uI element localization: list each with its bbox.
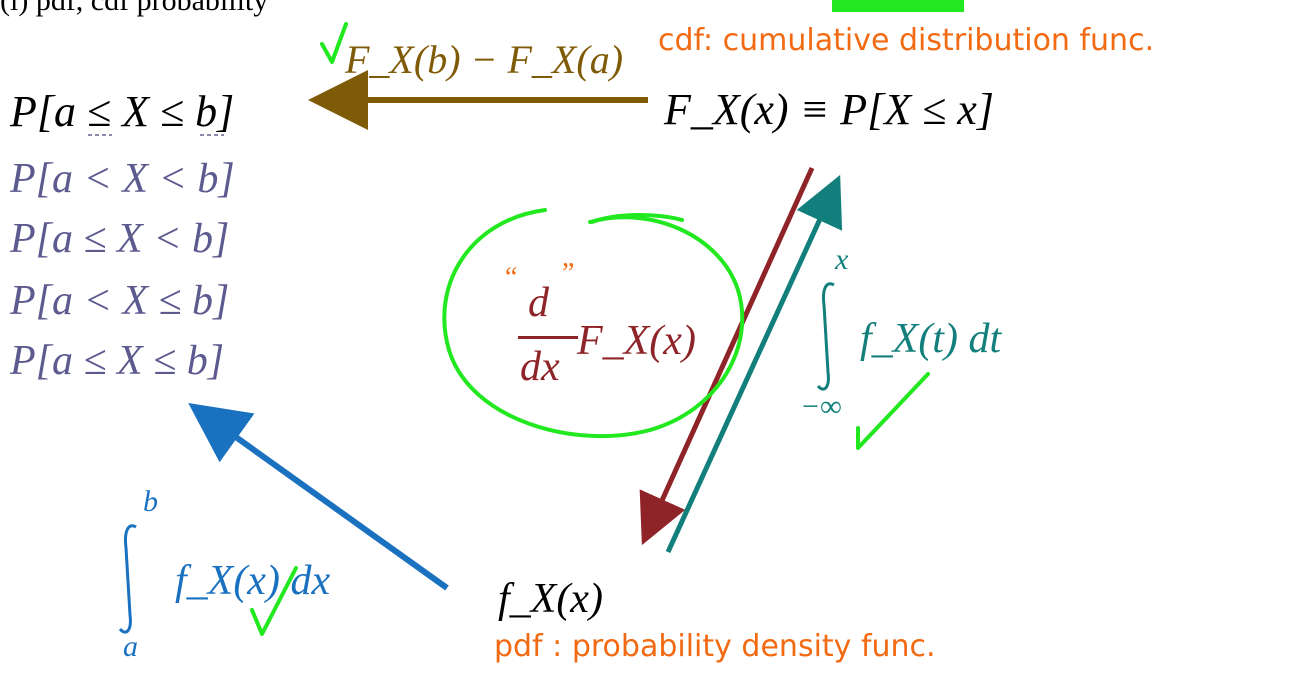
fraction-bar	[518, 336, 578, 339]
cdf-integral-lower-limit: −∞	[800, 390, 842, 423]
cdf-definition-label: F_X(x) ≡ P[X ≤ x]	[664, 85, 994, 134]
pdf-symbol-label: f_X(x)	[498, 576, 603, 622]
probability-interval-label: P[a ≤ X ≤ b]	[10, 87, 235, 136]
derivative-arrow	[639, 166, 815, 546]
green-highlight-mark	[832, 0, 964, 12]
cut-off-heading: (i) pdf, cdf probability	[0, 0, 269, 17]
derivative-quote-left: “	[505, 262, 518, 293]
prob-integral-integrand: f_X(x) dx	[175, 558, 331, 604]
cdf-integral-upper-limit: x	[835, 243, 849, 276]
cdf-difference-label: F_X(b) − F_X(a)	[345, 37, 624, 82]
interval-variant: P[a ≤ X ≤ b]	[10, 338, 225, 384]
integral-arrow	[665, 174, 843, 554]
blue-arrow	[188, 403, 449, 591]
prob-integral-upper-limit: b	[143, 485, 158, 518]
pdf-handwritten-note: pdf : probability density func.	[494, 629, 936, 664]
green-circle-mark	[442, 208, 745, 438]
prob-integral-lower-limit: a	[123, 630, 138, 663]
derivative-operand: F_X(x)	[577, 318, 696, 364]
cdf-integral-sign	[816, 282, 835, 391]
interval-variant: P[a < X ≤ b]	[10, 278, 230, 324]
derivative-numerator: d	[528, 280, 549, 326]
prob-integral-sign	[118, 524, 137, 634]
interval-variant: P[a < X < b]	[10, 156, 235, 202]
green-tail-mark	[590, 213, 684, 224]
check-icon	[320, 22, 348, 64]
interval-variant: P[a ≤ X < b]	[10, 216, 230, 262]
check-icon	[250, 566, 298, 636]
check-icon	[856, 372, 930, 450]
cdf-integral-integrand: f_X(t) dt	[860, 316, 1002, 362]
derivative-quote-right: ”	[562, 258, 575, 289]
derivative-denominator: dx	[520, 344, 560, 390]
cdf-handwritten-note: cdf: cumulative distribution func.	[658, 23, 1155, 58]
